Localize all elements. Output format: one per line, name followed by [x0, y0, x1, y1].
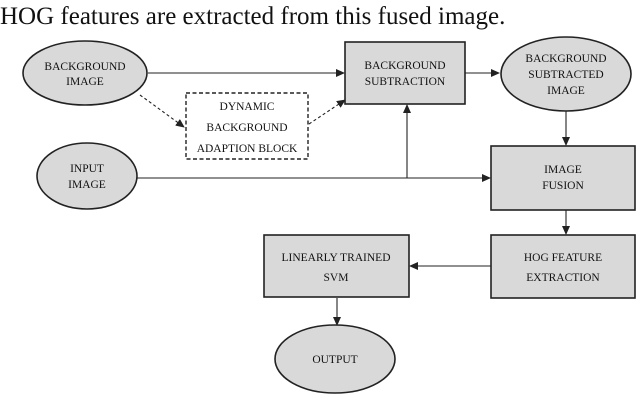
node-svm-line-1: LINEARLY TRAINED [281, 252, 390, 264]
node-subtracted-image-line-3: IMAGE [547, 85, 585, 97]
edge-dynamic-to-subtraction [308, 99, 346, 125]
node-background-subtraction-line-1: BACKGROUND [364, 60, 445, 72]
node-image-fusion-line-2: FUSION [542, 180, 584, 192]
node-dynamic-adaption-block: DYNAMIC BACKGROUND ADAPTION BLOCK [185, 92, 309, 160]
node-input-image-line-2: IMAGE [68, 179, 106, 191]
node-output-line-1: OUTPUT [312, 354, 357, 366]
node-hog-line-2: EXTRACTION [526, 272, 600, 284]
node-background-image-line-1: BACKGROUND [44, 61, 125, 73]
node-subtracted-image-line-2: SUBTRACTED [528, 69, 603, 81]
node-background-subtraction-line-2: SUBTRACTION [365, 76, 446, 88]
node-dynamic-line-2: BACKGROUND [206, 122, 287, 134]
node-background-subtracted-image: BACKGROUND SUBTRACTED IMAGE [500, 36, 632, 112]
node-image-fusion-line-1: IMAGE [544, 164, 582, 176]
node-hog-line-1: HOG FEATURE [524, 252, 602, 264]
node-background-subtraction: BACKGROUND SUBTRACTION [344, 41, 466, 105]
node-dynamic-line-1: DYNAMIC [220, 101, 275, 113]
node-svm-line-2: SVM [324, 272, 349, 284]
node-hog-feature-extraction: HOG FEATURE EXTRACTION [490, 234, 636, 299]
node-input-image: INPUT IMAGE [36, 142, 138, 210]
node-subtracted-image-line-1: BACKGROUND [525, 53, 606, 65]
node-background-image-line-2: IMAGE [66, 76, 104, 88]
node-input-image-line-1: INPUT [70, 163, 104, 175]
node-output: OUTPUT [274, 324, 396, 394]
node-background-image: BACKGROUND IMAGE [22, 40, 148, 106]
node-dynamic-line-3: ADAPTION BLOCK [197, 143, 298, 155]
edge-background-image-to-dynamic [139, 94, 185, 128]
edges [136, 69, 570, 326]
caption: HOG features are extracted from this fus… [0, 3, 505, 30]
node-linearly-trained-svm: LINEARLY TRAINED SVM [263, 234, 410, 298]
node-image-fusion: IMAGE FUSION [490, 145, 636, 211]
